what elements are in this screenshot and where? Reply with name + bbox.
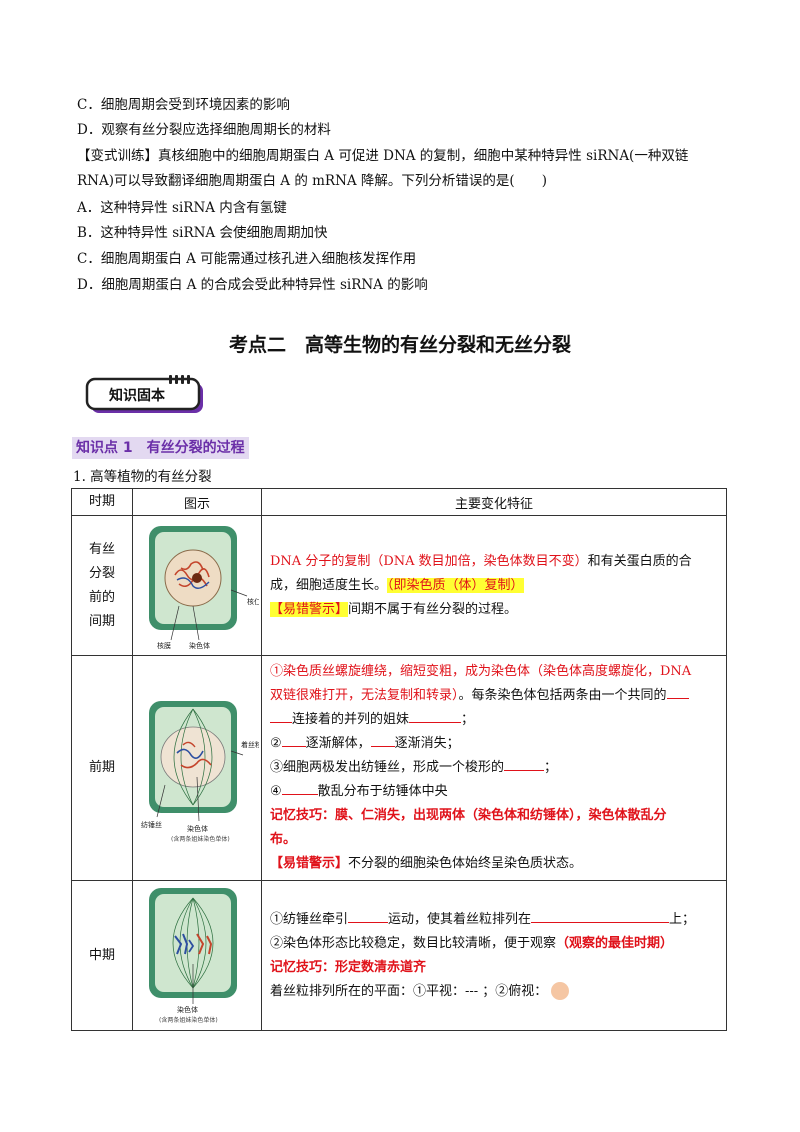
- badge-label: 知识固本: [109, 387, 166, 404]
- option-c: C．细胞周期会受到环境因素的影响: [77, 97, 290, 113]
- figure-metaphase: 染色体 (含两条姐妹染色单体): [132, 880, 262, 1031]
- variant-line-2: RNA)可以导致翻译细胞周期蛋白 A 的 mRNA 降解。下列分析错误的是( ): [77, 173, 547, 189]
- metaphase-best-time: （观察的最佳时期）: [556, 935, 674, 951]
- cursor-dot-icon: [551, 982, 570, 1000]
- variant-line-1: 【变式训练】真核细胞中的细胞周期蛋白 A 可促进 DNA 的复制，细胞中某种特异…: [77, 148, 689, 164]
- prophase-warning-label: 【易错警示】: [270, 856, 349, 871]
- variant-option-c: C．细胞周期蛋白 A 可能需通过核孔进入细胞核发挥作用: [77, 251, 417, 267]
- section-title: 考点二 高等生物的有丝分裂和无丝分裂: [228, 334, 571, 356]
- label-centromere: 着丝粒: [241, 740, 259, 749]
- mitosis-table: 时期 图示 主要变化特征 有丝 分裂 前的 间期 核仁 核膜: [71, 488, 727, 1031]
- header-period: 时期: [71, 488, 133, 516]
- metaphase-memory-tip: 记忆技巧：形定数清赤道齐: [270, 959, 427, 975]
- table-row-interphase: 有丝 分裂 前的 间期 核仁 核膜 染色体 DNA 分子的复制（DNA 数: [71, 515, 727, 656]
- label-membrane: 核膜: [157, 641, 171, 650]
- features-metaphase: ①纺锤丝牵引运动，使其着丝粒排列在上； ②染色体形态比较稳定，数目比较清晰，便于…: [261, 880, 727, 1031]
- figure-interphase: 核仁 核膜 染色体: [132, 515, 262, 656]
- table-header-row: 时期 图示 主要变化特征: [71, 488, 727, 516]
- figure-prophase: 着丝粒 纺锤丝 染色体 (含两条姐妹染色单体): [132, 655, 262, 881]
- header-figure: 图示: [132, 488, 262, 516]
- table-row-prophase: 前期 着丝粒 纺锤丝 染色体 (含两条姐妹染色单体): [71, 655, 727, 881]
- features-prophase: ①染色质丝螺旋缠绕，缩短变粗，成为染色体（染色体高度螺旋化，DNA 双链很难打开…: [261, 655, 727, 881]
- label-chromosome: 染色体: [187, 824, 208, 833]
- badge-graphic: 知识固本: [85, 375, 203, 413]
- label-caption: (含两条姐妹染色单体): [171, 835, 230, 843]
- interphase-red-text: DNA 分子的复制（DNA 数目加倍，染色体数目不变）: [270, 553, 588, 569]
- sub-title: 1. 高等植物的有丝分裂: [73, 469, 212, 485]
- knowledge-badge: 知识固本: [85, 375, 205, 415]
- period-interphase: 有丝 分裂 前的 间期: [71, 515, 133, 656]
- prophase-memory-tip: 记忆技巧：膜、仁消失，出现两体（染色体和纺锤体），染色体散乱分: [270, 808, 667, 823]
- period-metaphase: 中期: [71, 880, 133, 1031]
- interphase-cell-illustration: 核仁 核膜 染色体: [149, 525, 259, 650]
- interphase-warning-label: 【易错警示】: [270, 601, 349, 617]
- header-features: 主要变化特征: [261, 488, 727, 516]
- variant-option-a: A．这种特异性 siRNA 内含有氢键: [77, 200, 287, 216]
- option-d: D．观察有丝分裂应选择细胞周期长的材料: [77, 122, 331, 138]
- metaphase-cell-illustration: 染色体 (含两条姐妹染色单体): [149, 887, 237, 1024]
- prophase-cell-illustration: 着丝粒 纺锤丝 染色体 (含两条姐妹染色单体): [141, 701, 259, 843]
- label-nucleolus: 核仁: [247, 597, 259, 606]
- interphase-highlight: （即染色质（体）复制）: [387, 577, 524, 593]
- label-chromatin: 染色体: [189, 641, 210, 650]
- table-row-metaphase: 中期 染色体 (含两条姐妹染色单体) ①纺锤丝牵引运动，使其着丝粒排列在上； ②…: [71, 880, 727, 1031]
- variant-option-d: D．细胞周期蛋白 A 的合成会受此种特异性 siRNA 的影响: [77, 277, 428, 293]
- label-spindle: 纺锤丝: [141, 820, 162, 829]
- prophase-red-1: ①染色质丝螺旋缠绕，缩短变粗，成为染色体（染色体高度螺旋化，DNA: [270, 664, 692, 679]
- label-caption-metaphase: (含两条姐妹染色单体): [159, 1016, 218, 1024]
- label-chromosome-metaphase: 染色体: [177, 1005, 198, 1014]
- knowledge-point-title: 知识点 1 有丝分裂的过程: [72, 437, 249, 459]
- period-prophase: 前期: [71, 655, 133, 881]
- features-interphase: DNA 分子的复制（DNA 数目加倍，染色体数目不变）和有关蛋白质的合 成，细胞…: [261, 515, 727, 656]
- variant-option-b: B．这种特异性 siRNA 会使细胞周期加快: [77, 225, 328, 241]
